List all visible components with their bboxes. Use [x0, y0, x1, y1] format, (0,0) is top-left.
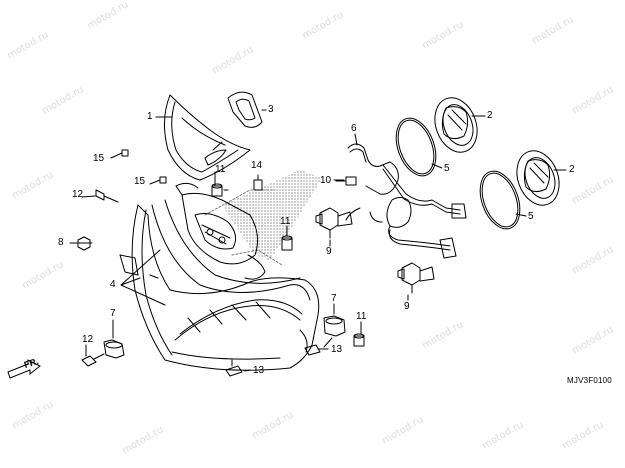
- mounting-zone-shading: [222, 170, 322, 260]
- collar-part: [353, 321, 365, 347]
- callout-label: 4: [110, 279, 116, 290]
- headlight-housing-part: [119, 182, 320, 371]
- seal-ring-part: [479, 170, 527, 230]
- collar-part: [211, 183, 229, 197]
- screw-part: [149, 176, 167, 185]
- callout-label: 5: [528, 211, 534, 222]
- cowl-panel-part: [164, 94, 251, 181]
- callout-label: 13: [253, 365, 265, 376]
- seal-ring-part: [395, 117, 443, 177]
- callout-label: 11: [356, 311, 367, 322]
- bulb-part: [397, 262, 435, 294]
- clip-part: [225, 359, 243, 377]
- callout-label: 9: [404, 301, 410, 312]
- callout-label: 1: [147, 111, 153, 122]
- diagram-code: MJV3F0100: [567, 376, 612, 385]
- bolt-part: [81, 344, 105, 367]
- bracket-ring-part: [227, 91, 263, 128]
- grommet-part: [103, 319, 125, 359]
- clip-part: [304, 344, 329, 356]
- callout-label: 14: [251, 160, 263, 171]
- dust-cover-part: [434, 97, 486, 153]
- callout-label: 3: [268, 104, 274, 115]
- dust-cover-part: [516, 150, 567, 206]
- callout-label: 7: [110, 308, 116, 319]
- callout-label: 5: [444, 163, 450, 174]
- bolt-part: [81, 189, 119, 203]
- callout-label: 12: [82, 334, 94, 345]
- collar-part: [281, 225, 293, 251]
- wire-harness-part: [345, 143, 467, 259]
- callout-label: 2: [487, 110, 493, 121]
- position-bulb-part: [335, 176, 357, 186]
- washer-part: [69, 236, 93, 251]
- callout-label: 12: [72, 189, 84, 200]
- callout-label: 11: [215, 164, 226, 175]
- callout-label: 10: [320, 175, 332, 186]
- callout-label: 7: [331, 293, 337, 304]
- callout-label: 13: [331, 344, 343, 355]
- screw-part: [110, 149, 129, 159]
- callout-label: 6: [351, 123, 357, 134]
- callout-label: 15: [134, 176, 146, 187]
- bulb-part: [315, 207, 353, 239]
- callout-label: 9: [326, 246, 332, 257]
- front-direction-arrow-icon: [7, 359, 41, 379]
- grommet-part: [323, 303, 346, 337]
- callout-label: 15: [93, 153, 105, 164]
- screw-part: [253, 174, 263, 191]
- callout-label: 8: [58, 237, 64, 248]
- callout-label: 11: [280, 216, 291, 227]
- callout-label: 2: [569, 164, 575, 175]
